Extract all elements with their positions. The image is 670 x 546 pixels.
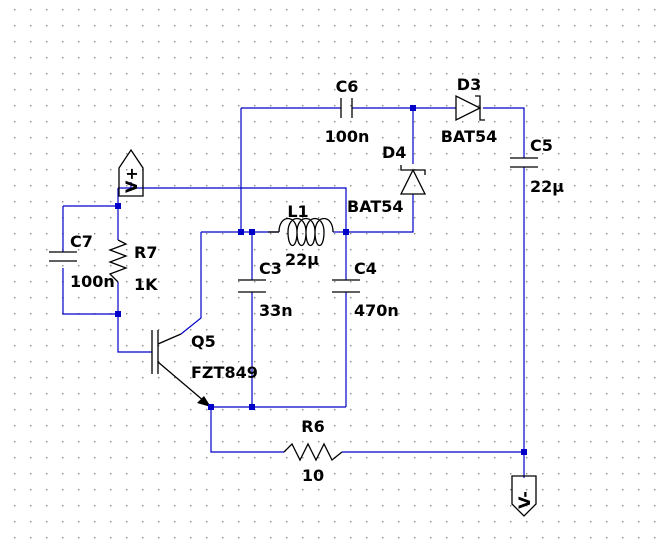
r6-value: 10: [302, 466, 324, 485]
q5-value: FZT849: [191, 363, 258, 382]
c3-ref: C3: [259, 259, 282, 278]
d3-ref: D3: [457, 75, 481, 94]
d4-ref: D4: [382, 143, 406, 162]
c7-ref: C7: [70, 232, 93, 251]
wires: [62, 107, 525, 478]
resistor-r7: [108, 239, 128, 283]
vplus-label: V+: [122, 167, 141, 193]
capacitor-c3: [238, 279, 266, 293]
d4-value: BAT54: [347, 197, 404, 216]
diode-d3: [455, 94, 485, 122]
l1-value: 22µ: [285, 250, 319, 269]
c6-ref: C6: [336, 77, 359, 96]
c6-value: 100n: [325, 127, 370, 146]
transistor-q5: [151, 330, 212, 408]
port-vminus: V-: [511, 475, 537, 517]
diode-d4: [399, 165, 427, 195]
junction-nodes: [115, 105, 527, 455]
c4-value: 470n: [354, 301, 399, 320]
c3-value: 33n: [259, 301, 293, 320]
r6-ref: R6: [301, 417, 324, 436]
port-vplus: V+: [118, 148, 144, 197]
capacitor-c4: [332, 279, 360, 293]
vminus-label: V-: [515, 491, 534, 509]
q5-ref: Q5: [191, 332, 216, 351]
c4-ref: C4: [354, 259, 377, 278]
resistor-r6: [283, 442, 343, 462]
capacitor-c7: [49, 251, 77, 262]
c5-value: 22µ: [530, 177, 564, 196]
r7-value: 1K: [134, 275, 158, 294]
l1-ref: L1: [287, 202, 308, 221]
d3-value: BAT54: [441, 127, 498, 146]
capacitor-c6: [340, 98, 353, 118]
c7-value: 100n: [70, 272, 115, 291]
capacitor-c5: [510, 157, 538, 168]
inductor-l1: [268, 217, 334, 247]
c5-ref: C5: [530, 136, 553, 155]
r7-ref: R7: [134, 243, 157, 262]
